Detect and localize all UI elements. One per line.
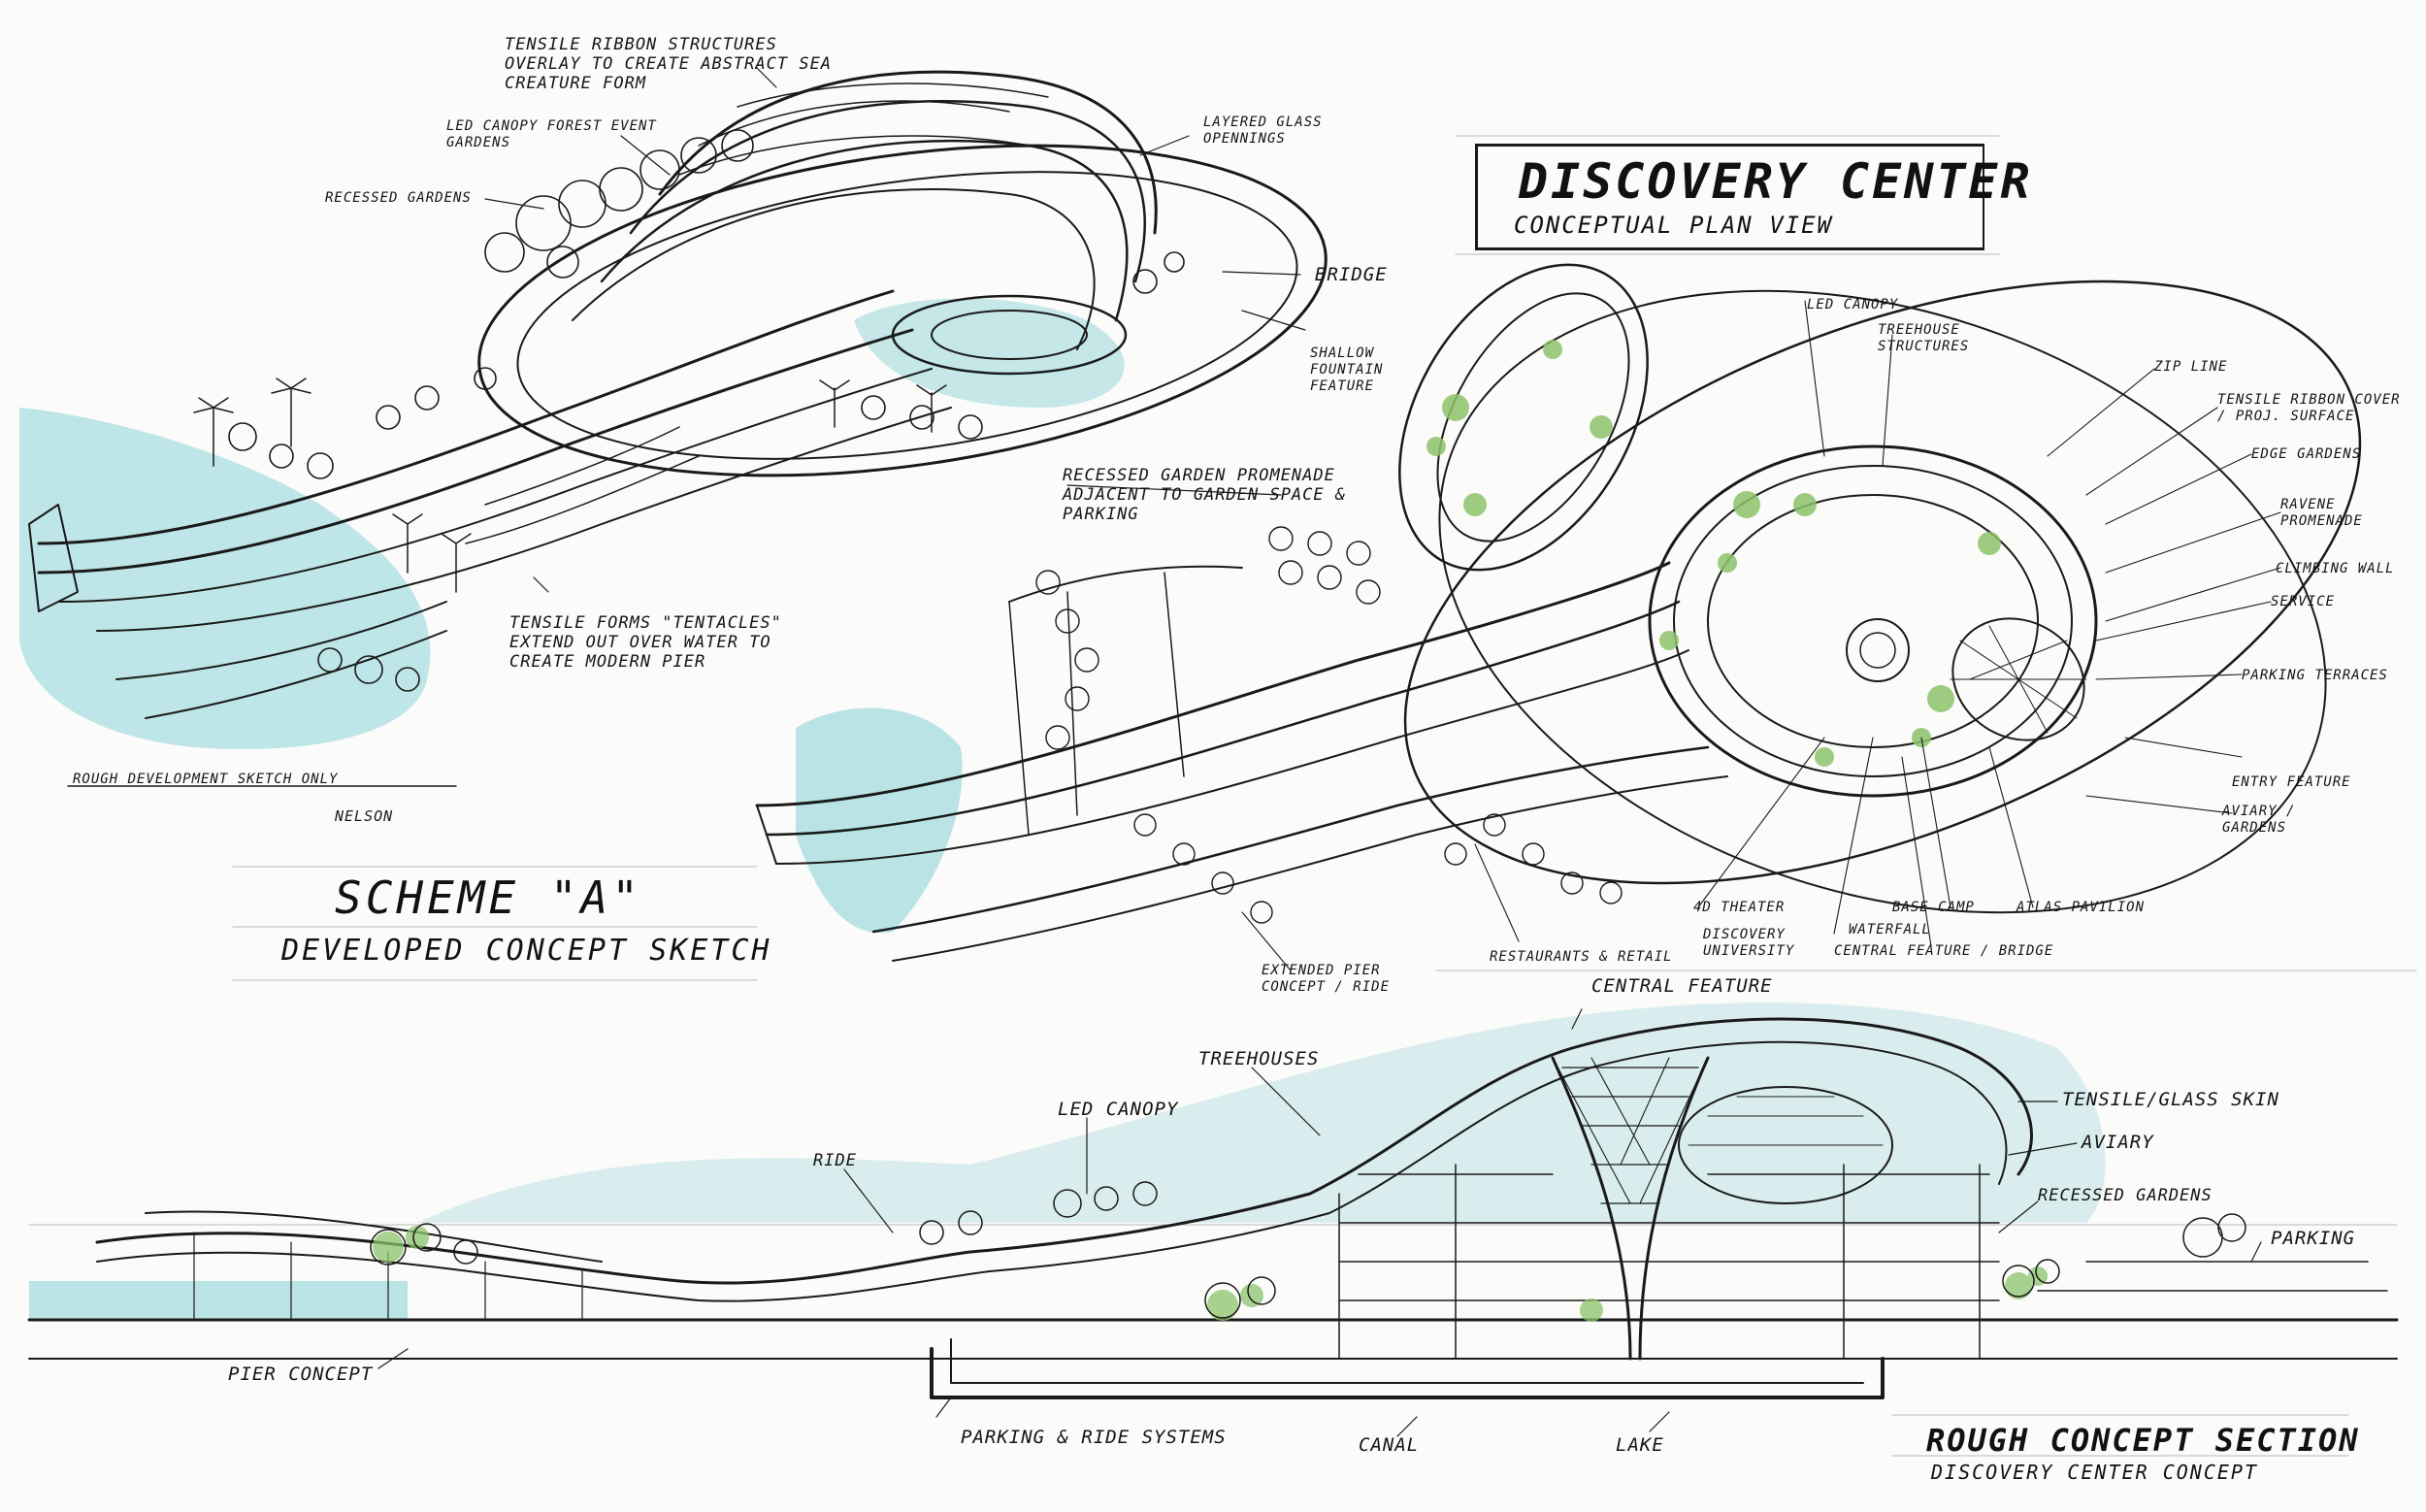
label-ravine-promenade: RAVENE PROMENADE bbox=[2280, 497, 2363, 529]
label-led-canopy-forest: LED CANOPY FOREST EVENT GARDENS bbox=[446, 118, 657, 150]
label-parking-ride-systems: PARKING & RIDE SYSTEMS bbox=[961, 1427, 1227, 1448]
label-pier-concept: PIER CONCEPT bbox=[228, 1364, 374, 1385]
label-recessed-gardens-perspective: RECESSED GARDENS bbox=[325, 190, 472, 206]
section-water bbox=[29, 1281, 408, 1320]
perspective-pond bbox=[854, 298, 1125, 408]
label-tensile-forms-tentacles: TENSILE FORMS "TENTACLES" EXTEND OUT OVE… bbox=[509, 613, 782, 672]
label-led-canopy-section: LED CANOPY bbox=[1058, 1099, 1179, 1120]
label-shallow-fountain: SHALLOW FOUNTAIN FEATURE bbox=[1310, 345, 1384, 394]
label-discovery-university: DISCOVERY UNIVERSITY bbox=[1703, 927, 1795, 959]
label-treehouse-structures: TREEHOUSE STRUCTURES bbox=[1878, 322, 1970, 354]
label-treehouses: TREEHOUSES bbox=[1198, 1048, 1320, 1069]
scheme-title: SCHEME "A" bbox=[335, 871, 642, 924]
label-atlas-pavilion: ATLAS PAVILION bbox=[2016, 900, 2146, 915]
artist-signature: NELSON bbox=[335, 807, 394, 825]
label-central-feature-bridge: CENTRAL FEATURE / BRIDGE bbox=[1834, 943, 2054, 959]
plan-subtitle: CONCEPTUAL PLAN VIEW bbox=[1514, 212, 1833, 239]
label-led-canopy-plan: LED CANOPY bbox=[1807, 297, 1899, 312]
label-entry-feature: ENTRY FEATURE bbox=[2232, 774, 2351, 790]
label-base-camp: BASE CAMP bbox=[1892, 900, 1975, 915]
plan-title-box bbox=[1475, 144, 1984, 250]
label-parking-terraces: PARKING TERRACES bbox=[2242, 668, 2388, 683]
label-climbing-wall: CLIMBING WALL bbox=[2276, 561, 2395, 576]
label-zip-line: ZIP LINE bbox=[2154, 359, 2228, 375]
label-ride: RIDE bbox=[813, 1151, 857, 1170]
label-layered-glass: LAYERED GLASS OPENNINGS bbox=[1203, 115, 1323, 147]
section-sketch bbox=[27, 1003, 2399, 1437]
label-aviary-gardens: AVIARY / GARDENS bbox=[2222, 804, 2296, 836]
label-lake: LAKE bbox=[1616, 1434, 1664, 1456]
label-recessed-gardens-section: RECESSED GARDENS bbox=[2038, 1186, 2213, 1205]
plan-water bbox=[796, 707, 963, 934]
label-bridge: BRIDGE bbox=[1315, 264, 1388, 285]
label-waterfall: WATERFALL bbox=[1849, 922, 1931, 937]
label-edge-gardens: EDGE GARDENS bbox=[2251, 446, 2362, 462]
label-4d-theater: 4D THEATER bbox=[1693, 900, 1786, 915]
label-restaurants-retail: RESTAURANTS & RETAIL bbox=[1490, 949, 1673, 965]
label-service: SERVICE bbox=[2271, 594, 2336, 609]
plan-title: DISCOVERY CENTER bbox=[1519, 153, 2033, 210]
label-aviary: AVIARY bbox=[2082, 1132, 2154, 1153]
section-title: ROUGH CONCEPT SECTION bbox=[1926, 1422, 2360, 1459]
label-tensile-ribbon-cover: TENSILE RIBBON COVER / PROJ. SURFACE bbox=[2217, 392, 2401, 424]
section-sky-wash bbox=[417, 1003, 2106, 1223]
perspective-note: ROUGH DEVELOPMENT SKETCH ONLY bbox=[73, 772, 339, 787]
plan-sketch bbox=[755, 263, 2362, 971]
label-parking: PARKING bbox=[2271, 1228, 2356, 1249]
label-tensile-ribbon-structures: TENSILE RIBBON STRUCTURES OVERLAY TO CRE… bbox=[505, 35, 833, 93]
scheme-subtitle: DEVELOPED CONCEPT SKETCH bbox=[281, 934, 772, 968]
perspective-sketch bbox=[19, 67, 1328, 787]
label-central-feature: CENTRAL FEATURE bbox=[1591, 975, 1773, 997]
label-extended-pier: EXTENDED PIER CONCEPT / RIDE bbox=[1262, 963, 1391, 995]
guide-lines bbox=[28, 135, 2417, 1457]
label-canal: CANAL bbox=[1359, 1434, 1420, 1456]
label-tensile-glass-skin: TENSILE/GLASS SKIN bbox=[2062, 1089, 2279, 1110]
perspective-water bbox=[19, 408, 431, 749]
section-subtitle: DISCOVERY CENTER CONCEPT bbox=[1931, 1461, 2258, 1484]
label-recessed-garden-promenade: RECESSED GARDEN PROMENADE ADJACENT TO GA… bbox=[1063, 466, 1347, 524]
